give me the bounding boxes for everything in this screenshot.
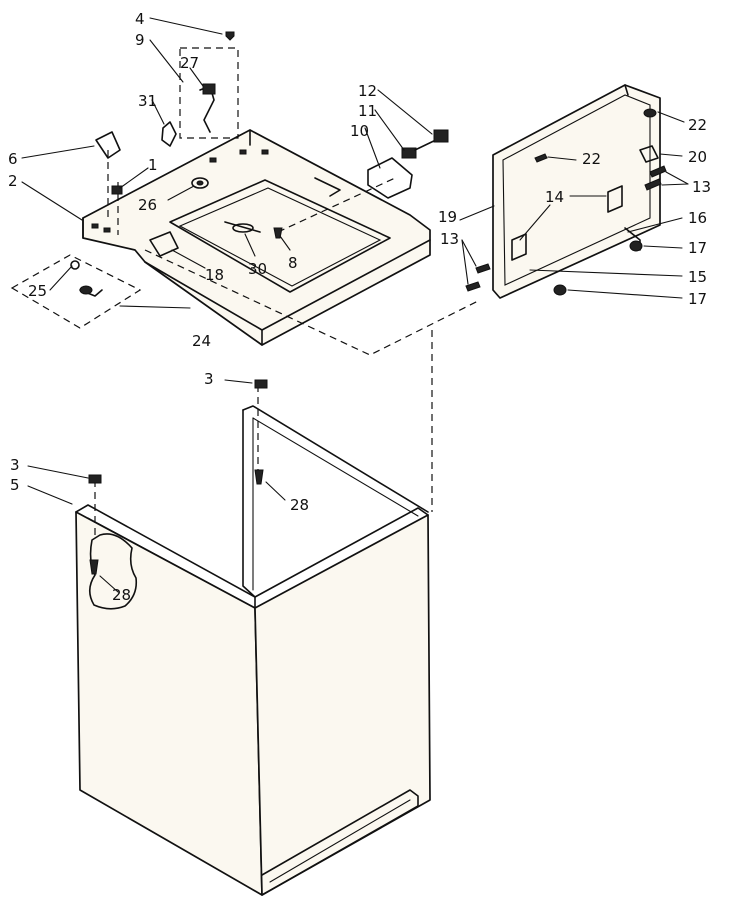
callout-17-lower: 17: [688, 290, 707, 308]
top-panel: [82, 129, 431, 346]
callout-31: 31: [138, 92, 157, 110]
callout-3-cabinet-top: 3: [204, 370, 214, 388]
callout-16: 16: [688, 209, 707, 227]
callout-13-right: 13: [692, 178, 711, 196]
cabinet: [75, 405, 431, 896]
callout-12: 12: [358, 82, 377, 100]
lid: [492, 84, 661, 299]
callout-1: 1: [148, 156, 158, 174]
callout-10: 10: [350, 122, 369, 140]
small-parts: [70, 31, 667, 575]
callout-25: 25: [28, 282, 47, 300]
leader-lines: [21, 17, 689, 593]
callout-2: 2: [8, 172, 18, 190]
callout-27: 27: [180, 54, 199, 72]
callout-24: 24: [192, 332, 211, 350]
callout-3-cabinet-front: 3: [10, 456, 20, 474]
callout-13-left: 13: [440, 230, 459, 248]
callout-6: 6: [8, 150, 18, 168]
callout-22-outer: 22: [688, 116, 707, 134]
callout-15: 15: [688, 268, 707, 286]
callout-17-upper: 17: [688, 239, 707, 257]
callout-11: 11: [358, 102, 377, 120]
callout-28-rear: 28: [290, 496, 309, 514]
callout-18: 18: [205, 266, 224, 284]
callout-28-front: 28: [112, 586, 131, 604]
callout-4: 4: [135, 10, 145, 28]
callout-14: 14: [545, 188, 564, 206]
callout-19: 19: [438, 208, 457, 226]
callout-30: 30: [248, 260, 267, 278]
callout-22-inner: 22: [582, 150, 601, 168]
cutaway-patch: [88, 533, 138, 610]
callout-5: 5: [10, 476, 20, 494]
callout-8: 8: [288, 254, 298, 272]
assembly-lines: [10, 47, 481, 540]
callout-20: 20: [688, 148, 707, 166]
callout-labels: 4 9 27 31 6 1 2 26 25 24 18 30 8 10 11 1…: [8, 10, 711, 604]
callout-9: 9: [135, 31, 145, 49]
callout-26: 26: [138, 196, 157, 214]
